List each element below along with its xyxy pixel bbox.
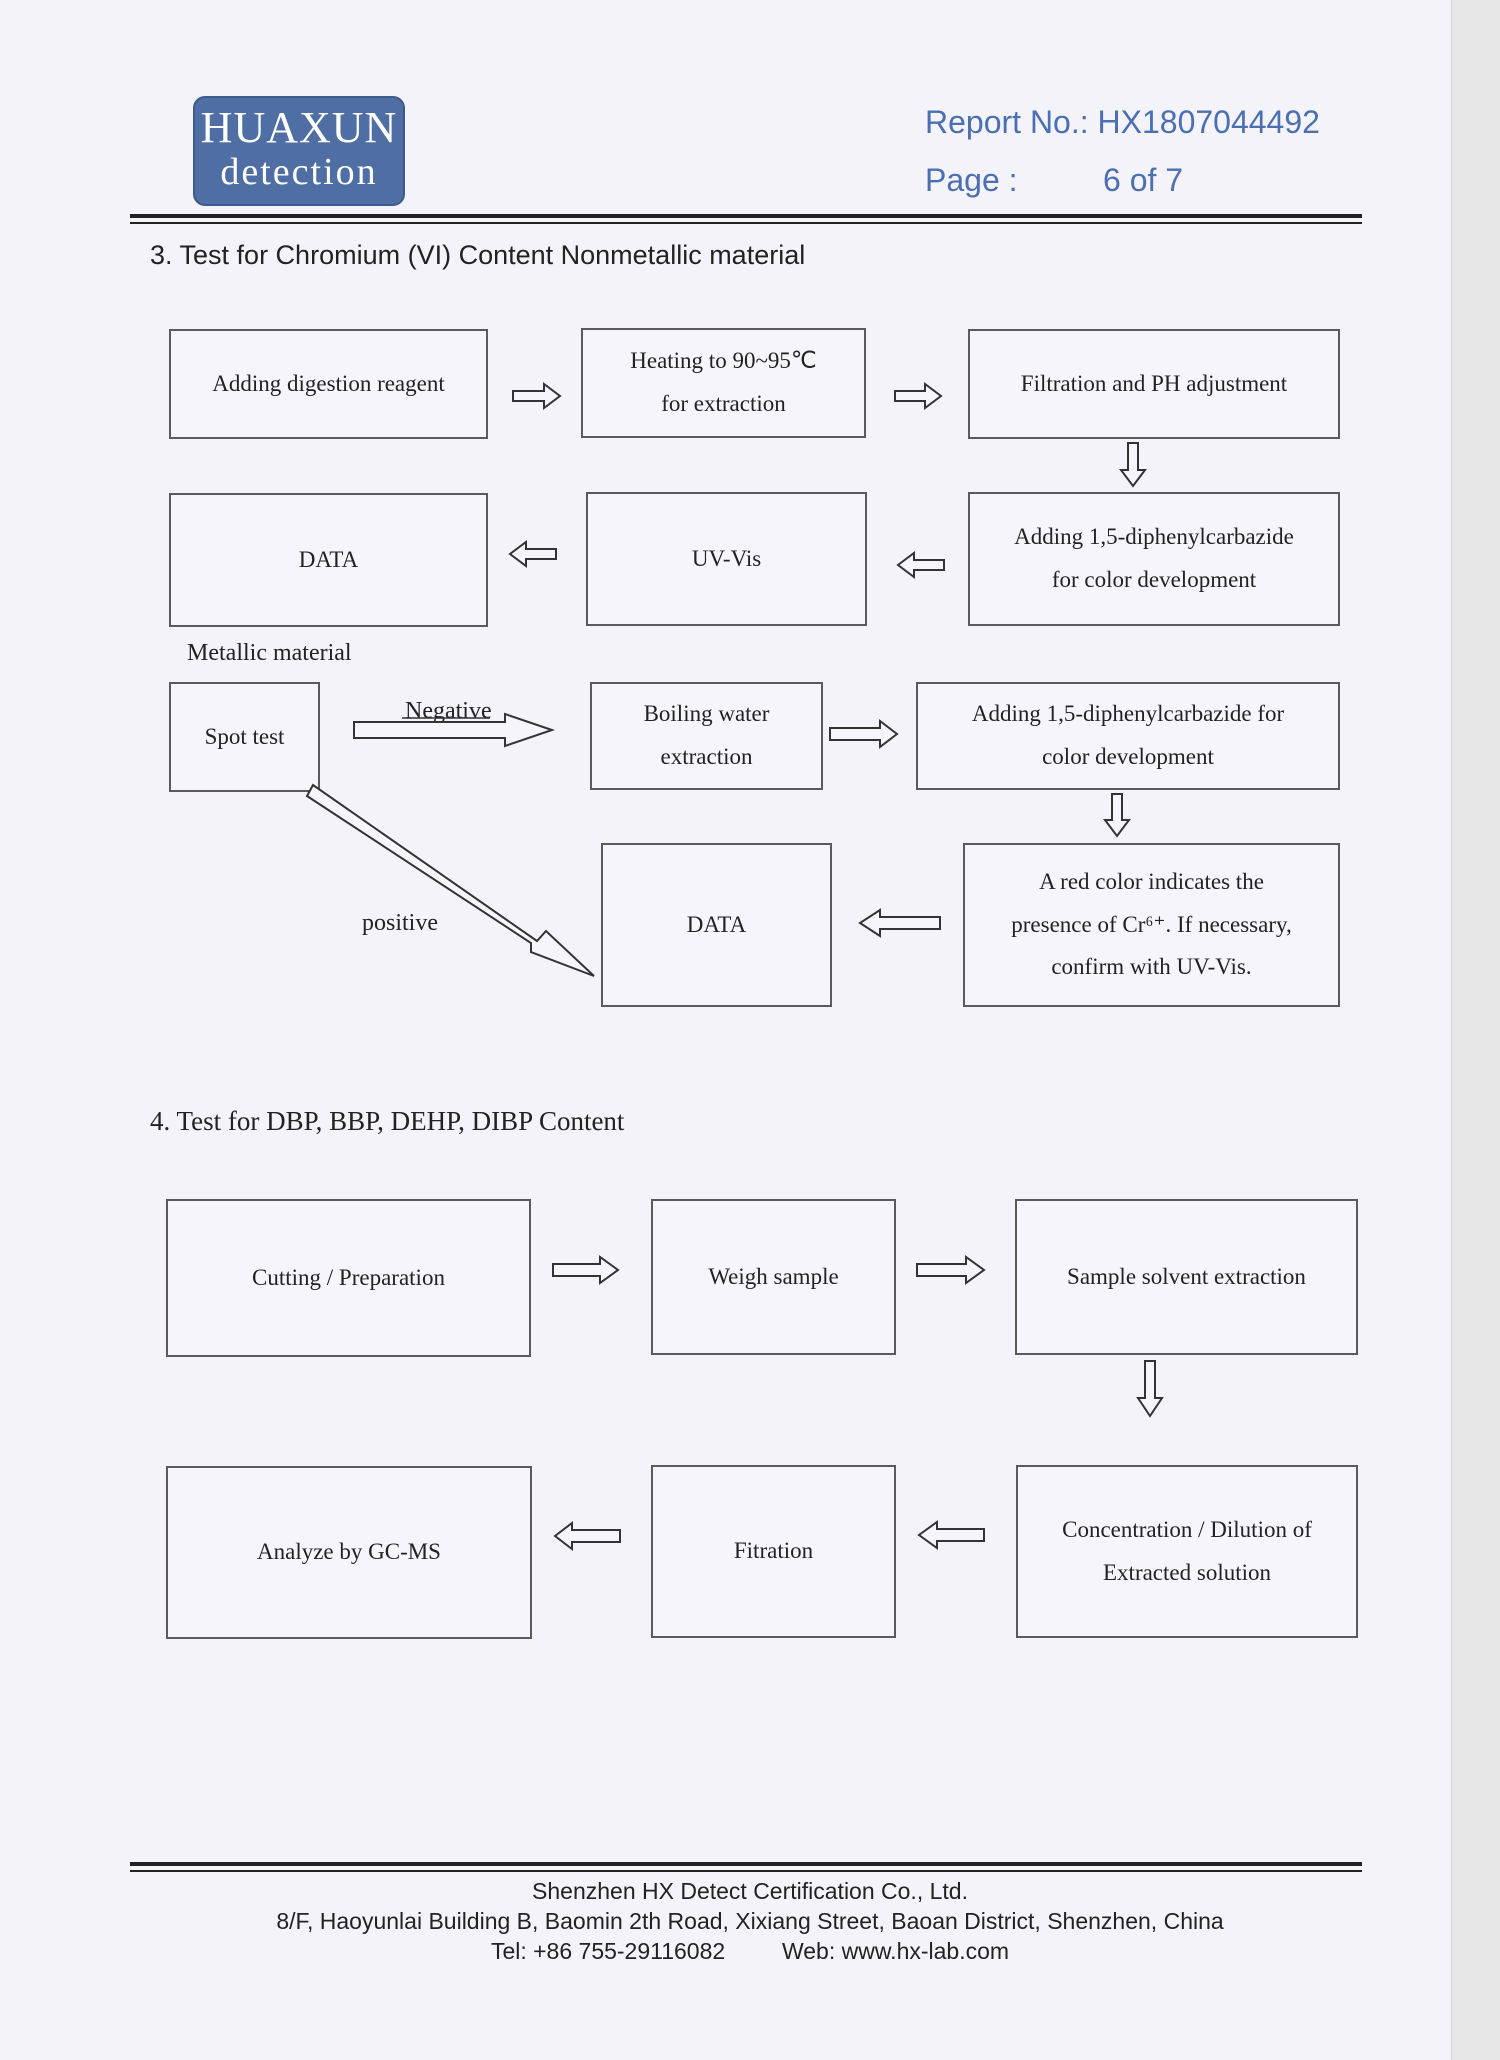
positive-arrow-icon bbox=[305, 783, 595, 977]
negative-label: Negative bbox=[405, 698, 492, 724]
metallic-material-label: Metallic material bbox=[187, 640, 352, 666]
adding-dpc-line2: for color development bbox=[1051, 567, 1257, 592]
adding-digestion-text: Adding digestion reagent bbox=[212, 370, 445, 396]
footer-web: Web: www.hx-lab.com bbox=[781, 1938, 1010, 1964]
filtration-text: Filtration and PH adjustment bbox=[1020, 370, 1288, 396]
weigh-text: Weigh sample bbox=[708, 1263, 839, 1289]
red-line2: presence of Cr⁶⁺. If necessary, bbox=[1011, 911, 1292, 937]
cutting-text: Cutting / Preparation bbox=[252, 1264, 445, 1290]
arrow-left-icon bbox=[858, 908, 941, 938]
adding-dpc-box: Adding 1,5-diphenylcarbazide for color d… bbox=[968, 492, 1340, 626]
red-line3: confirm with UV-Vis. bbox=[1051, 954, 1252, 980]
arrow-down-icon bbox=[1103, 793, 1131, 838]
report-number: HX1807044492 bbox=[1097, 104, 1320, 140]
boiling-line1: Boiling water bbox=[643, 701, 770, 727]
fitration-box: Fitration bbox=[651, 1465, 896, 1638]
positive-label: positive bbox=[362, 910, 438, 936]
data-box-metallic: DATA bbox=[601, 843, 832, 1007]
weigh-box: Weigh sample bbox=[651, 1199, 896, 1355]
data-text-metallic: DATA bbox=[686, 911, 747, 937]
adding-dpc-metallic-line1: Adding 1,5-diphenylcarbazide for bbox=[971, 701, 1285, 727]
red-line1: A red color indicates the bbox=[1039, 869, 1264, 895]
heating-box: Heating to 90~95℃ for extraction bbox=[581, 328, 866, 438]
analyze-box: Analyze by GC-MS bbox=[166, 1466, 532, 1639]
logo-line1: HUAXUN bbox=[200, 103, 398, 152]
filtration-box: Filtration and PH adjustment bbox=[968, 329, 1340, 439]
arrow-left-icon bbox=[553, 1520, 621, 1552]
spot-test-text: Spot test bbox=[204, 723, 285, 749]
uv-vis-text: UV-Vis bbox=[691, 545, 762, 571]
concentration-box: Concentration / Dilution of Extracted so… bbox=[1016, 1465, 1358, 1638]
concentration-line1: Concentration / Dilution of bbox=[1062, 1516, 1312, 1542]
uv-vis-box: UV-Vis bbox=[586, 492, 867, 626]
adding-dpc-line1: Adding 1,5-diphenylcarbazide bbox=[1014, 524, 1294, 550]
adding-dpc-metallic-line2: color development bbox=[1042, 744, 1214, 769]
footer-tel: Tel: +86 755-29116082 bbox=[490, 1938, 726, 1964]
concentration-line2: Extracted solution bbox=[1103, 1559, 1271, 1585]
boiling-water-box: Boiling water extraction bbox=[590, 682, 823, 790]
data-box-nonmetallic: DATA bbox=[169, 493, 488, 627]
cutting-box: Cutting / Preparation bbox=[166, 1199, 531, 1357]
footer-contact: Tel: +86 755-29116082 Web: www.hx-lab.co… bbox=[0, 1936, 1500, 1966]
huaxun-logo: HUAXUN detection bbox=[193, 96, 405, 206]
arrow-right-icon bbox=[552, 1255, 620, 1285]
arrow-down-icon bbox=[1119, 442, 1147, 488]
negative-arrow-icon bbox=[353, 712, 556, 748]
spot-test-box: Spot test bbox=[169, 682, 320, 792]
page-label: Page : bbox=[925, 162, 1018, 198]
page-number: 6 of 7 bbox=[1103, 162, 1184, 198]
header-rule bbox=[130, 214, 1362, 224]
footer-rule bbox=[130, 1862, 1362, 1872]
adding-dpc-metallic-box: Adding 1,5-diphenylcarbazide for color d… bbox=[916, 682, 1340, 790]
section3-title: 3. Test for Chromium (VI) Content Nonmet… bbox=[150, 240, 806, 270]
section4-title: 4. Test for DBP, BBP, DEHP, DIBP Content bbox=[150, 1106, 625, 1136]
red-color-box: A red color indicates the presence of Cr… bbox=[963, 843, 1340, 1007]
report-label: Report No.: bbox=[925, 104, 1089, 140]
adding-digestion-box: Adding digestion reagent bbox=[169, 329, 488, 439]
arrow-left-icon bbox=[917, 1520, 985, 1550]
arrow-right-icon bbox=[829, 718, 899, 750]
heating-line1: Heating to 90~95℃ bbox=[630, 348, 817, 374]
scan-edge bbox=[1451, 0, 1500, 2060]
report-number-row: Report No.: HX1807044492 bbox=[925, 104, 1320, 141]
footer-company: Shenzhen HX Detect Certification Co., Lt… bbox=[532, 1878, 968, 1904]
analyze-text: Analyze by GC-MS bbox=[257, 1539, 441, 1565]
solvent-box: Sample solvent extraction bbox=[1015, 1199, 1358, 1355]
logo-line2: detection bbox=[220, 151, 378, 193]
footer-address: 8/F, Haoyunlai Building B, Baomin 2th Ro… bbox=[276, 1908, 1224, 1934]
solvent-text: Sample solvent extraction bbox=[1067, 1263, 1306, 1289]
arrow-right-icon bbox=[894, 382, 943, 410]
arrow-right-icon bbox=[916, 1255, 986, 1285]
arrow-down-icon bbox=[1136, 1360, 1164, 1418]
heating-line2: for extraction bbox=[661, 391, 786, 416]
boiling-line2: extraction bbox=[660, 744, 753, 769]
arrow-left-icon bbox=[508, 540, 557, 568]
data-text-nonmetallic: DATA bbox=[298, 546, 359, 572]
fitration-text: Fitration bbox=[733, 1538, 814, 1564]
arrow-left-icon bbox=[896, 551, 945, 579]
arrow-right-icon bbox=[512, 382, 562, 410]
